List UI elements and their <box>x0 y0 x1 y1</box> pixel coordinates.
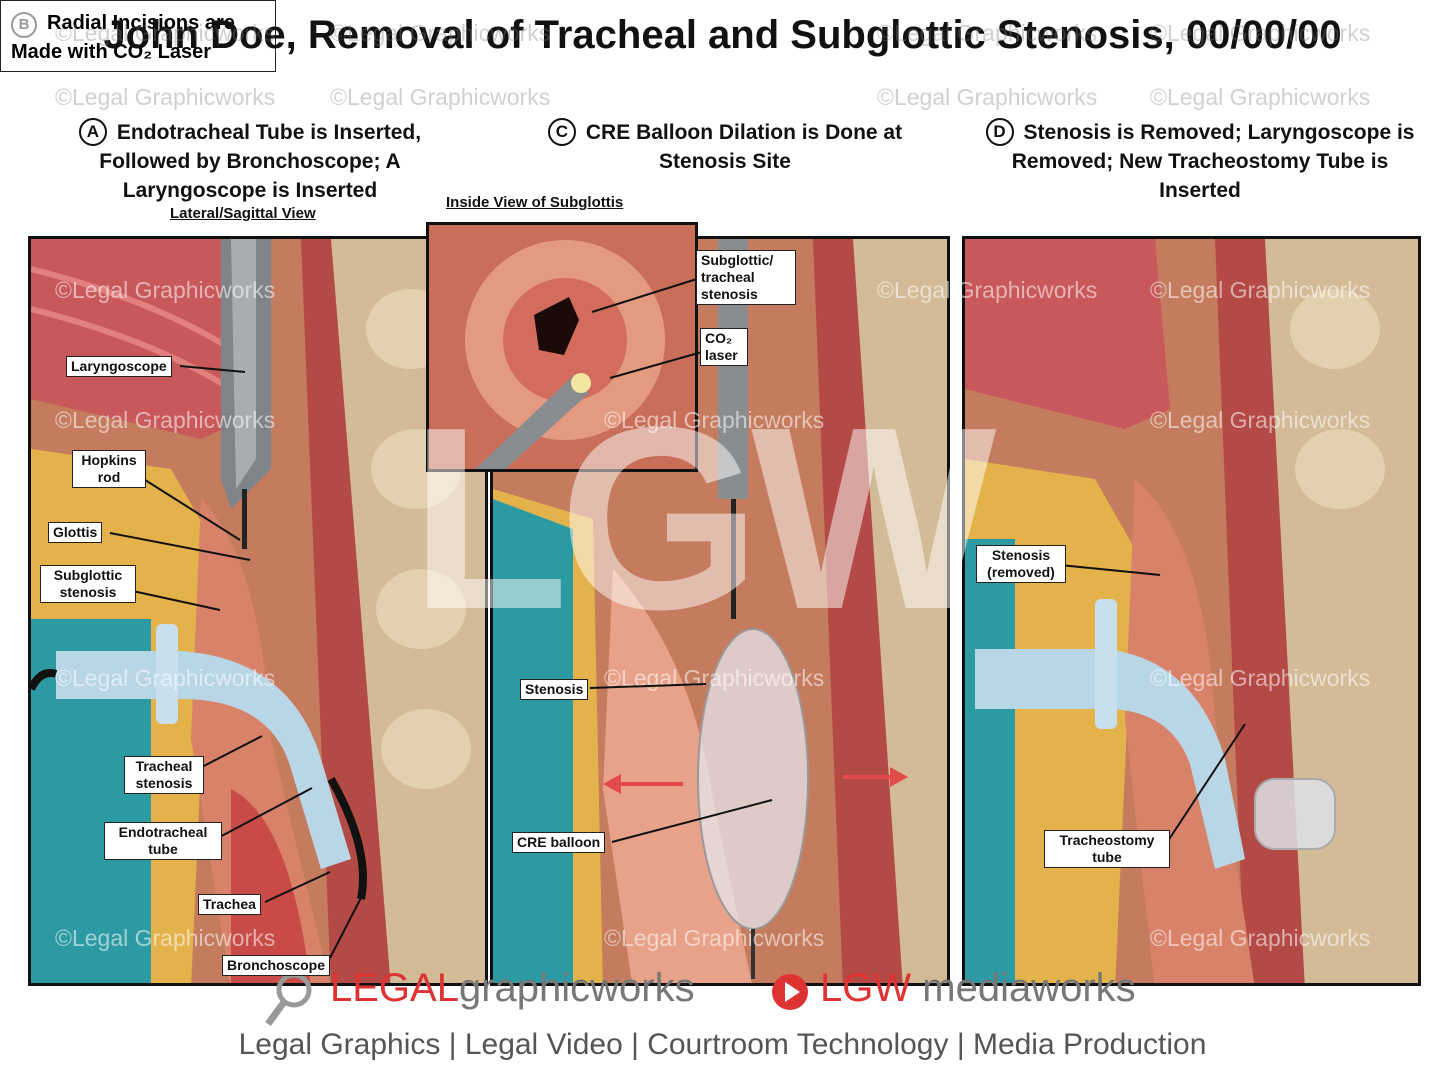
label-laryngoscope: Laryngoscope <box>66 356 172 377</box>
logo-lgw: LGW <box>820 966 912 1010</box>
inset-illustration <box>429 225 695 469</box>
label-stenosis: Stenosis <box>520 679 589 700</box>
page-title: John Doe, Removal of Tracheal and Subglo… <box>103 13 1342 57</box>
step-c-heading: C CRE Balloon Dilation is Done at Stenosi… <box>530 118 920 176</box>
lateral-view-caption: Lateral/Sagittal View <box>170 205 316 222</box>
label-co2-laser: CO₂ laser <box>700 328 748 366</box>
label-stenosis-removed: Stenosis (removed) <box>976 545 1066 583</box>
leader-lines <box>109 277 1246 959</box>
label-endotracheal-tube: Endotracheal tube <box>104 822 222 860</box>
label-cre-balloon: CRE balloon <box>512 832 606 853</box>
label-trachea: Trachea <box>198 894 261 915</box>
legal-graphicworks-logo: LEGALgraphicworks <box>330 966 695 1011</box>
step-d-text: Stenosis is Removed; Laryngoscope is Rem… <box>1011 121 1415 202</box>
inside-view-caption: Inside View of Subglottis <box>446 194 624 211</box>
step-b-text: Radial Incisions are Made with CO₂ Laser <box>11 12 235 63</box>
label-hopkins-rod: Hopkins rod <box>72 450 146 488</box>
step-a-badge: A <box>78 118 107 146</box>
step-b-badge: B <box>11 12 37 38</box>
label-subglottic-tracheal-stenosis: Subglottic/ tracheal stenosis <box>696 250 796 305</box>
step-d-badge: D <box>985 118 1014 146</box>
label-bronchoscope: Bronchoscope <box>222 955 331 976</box>
step-a-text: Endotracheal Tube is Inserted, Followed … <box>99 121 422 202</box>
label-tracheostomy-tube: Tracheostomy tube <box>1044 830 1170 868</box>
logo-graphicworks: graphicworks <box>458 966 695 1010</box>
logo-legal: LEGAL <box>330 966 459 1010</box>
logo-mediaworks: mediaworks <box>922 966 1136 1010</box>
lgw-watermark: LGW <box>410 374 996 664</box>
footer-tagline: Legal Graphics | Legal Video | Courtroom… <box>238 1028 1207 1061</box>
step-c-text: CRE Balloon Dilation is Done at Stenosis… <box>585 121 903 173</box>
label-subglottic-stenosis: Subglottic stenosis <box>40 565 136 603</box>
step-c-badge: C <box>547 118 576 146</box>
label-tracheal-stenosis: Tracheal stenosis <box>124 756 204 794</box>
lgw-mediaworks-logo: LGW mediaworks <box>820 966 1136 1011</box>
label-glottis: Glottis <box>48 522 103 543</box>
play-icon <box>770 972 810 1012</box>
inset-inside-view <box>426 222 698 472</box>
